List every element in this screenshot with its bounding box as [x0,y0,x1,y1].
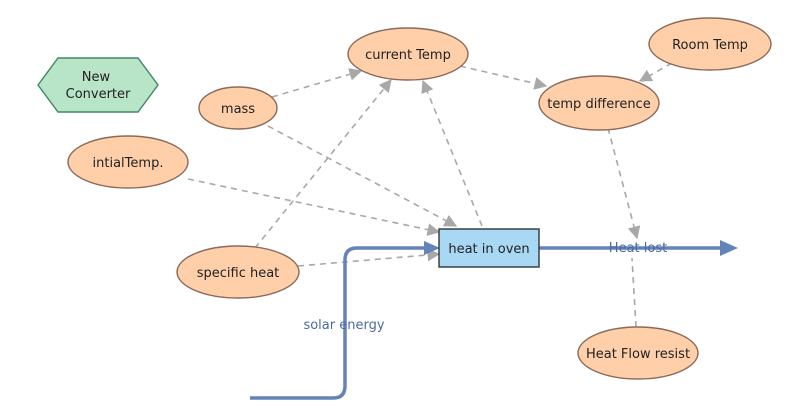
new-converter-button[interactable]: New Converter [37,57,159,113]
hexagon-shape[interactable] [37,57,159,113]
link-heat-in-oven-to-current-temp[interactable] [421,79,483,227]
influence-links [187,62,673,328]
converter-initial-temp[interactable]: intialTemp. [67,135,189,189]
link-current-temp-to-temp-difference[interactable] [459,65,548,90]
converter-ellipse[interactable] [198,86,278,130]
link-room-temp-to-temp-difference[interactable] [638,62,673,82]
converter-label: current Temp [365,48,451,63]
inflow-arrowhead [424,241,440,255]
link-specific-heat-to-heat-in-oven[interactable] [297,248,441,267]
link-specific-heat-to-current-temp[interactable] [254,79,392,249]
converter-label: mass [221,102,255,117]
converter-ellipse[interactable] [538,75,660,131]
stock-heat-in-oven[interactable]: heat in oven [438,228,540,268]
stock-label: heat in oven [448,242,529,257]
converter-temp-difference[interactable]: temp difference [538,75,660,131]
link-mass-to-current-temp[interactable] [271,68,363,98]
converter-room-temp[interactable]: Room Temp [648,17,772,71]
converter-label: specific heat [197,266,280,281]
link-heat-flow-resist-to-heat-lost[interactable] [631,257,637,328]
solar-energy-flow[interactable]: solar energy [250,241,440,400]
converter-label: temp difference [547,97,650,112]
converter-ellipse[interactable] [577,326,699,380]
link-initial-temp-to-heat-in-oven[interactable] [187,178,441,236]
converter-ellipse[interactable] [67,135,189,189]
inflow-pipe[interactable] [250,246,426,400]
stock-box[interactable] [438,228,540,268]
converter-current-temp[interactable]: current Temp [347,27,469,81]
converter-heat-flow-resist[interactable]: Heat Flow resist [577,326,699,380]
converter-ellipse[interactable] [347,27,469,81]
heat-lost-flow[interactable]: Heat lost [539,240,738,256]
converter-label: Room Temp [672,38,748,53]
new-converter-label: New Converter [66,70,131,102]
flow-label-solar-energy: solar energy [303,318,384,333]
link-temp-difference-to-heat-lost[interactable] [607,127,641,240]
converter-ellipse[interactable] [648,17,772,71]
converter-mass[interactable]: mass [198,86,278,130]
converter-specific-heat[interactable]: specific heat [176,245,300,299]
converter-label: Heat Flow resist [586,347,690,362]
link-mass-to-heat-in-oven[interactable] [267,125,458,227]
flow-label-heat-lost: Heat lost [609,241,667,256]
converter-label: intialTemp. [93,156,164,171]
converter-ellipse[interactable] [176,245,300,299]
outflow-arrowhead [720,240,738,256]
